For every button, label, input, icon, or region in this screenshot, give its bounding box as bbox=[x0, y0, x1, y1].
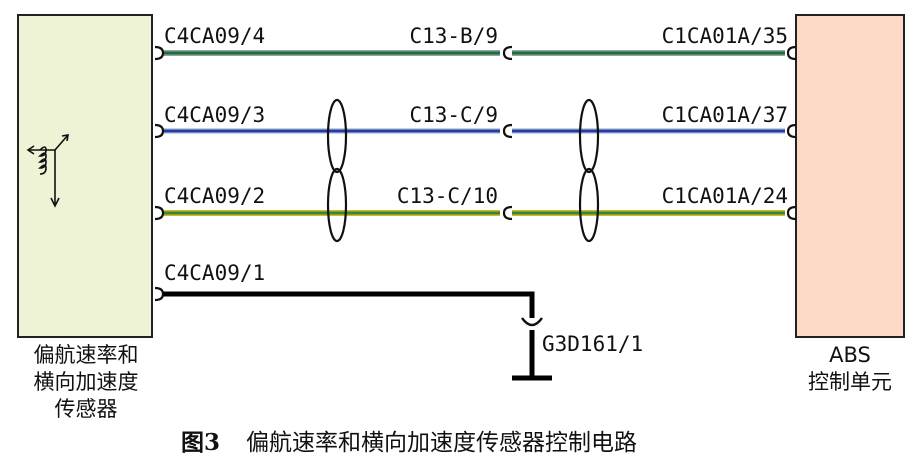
ground-connector-icon bbox=[521, 317, 543, 327]
connector-terminal-icon bbox=[154, 123, 165, 139]
sensor-label-line-3: 传感器 bbox=[55, 397, 118, 421]
abs-label-line-2: 控制单元 bbox=[808, 370, 892, 394]
sensor-label-line-2: 横向加速度 bbox=[34, 370, 139, 394]
ground-wire bbox=[154, 286, 552, 381]
abs-pin-label-2: C1CA01A/37 bbox=[662, 103, 788, 127]
connector-terminal-icon bbox=[154, 45, 165, 61]
sensor-pin-label-1: C4CA09/4 bbox=[164, 24, 265, 48]
coil-sensor-icon bbox=[26, 134, 69, 208]
connector-terminal-icon bbox=[502, 123, 513, 139]
connector-terminal-icon bbox=[502, 205, 513, 221]
abs-control-unit-box bbox=[795, 14, 905, 338]
sensor-pin-label-2: C4CA09/3 bbox=[164, 103, 265, 127]
figure-caption: 图3 偏航速率和横向加速度传感器控制电路 bbox=[181, 429, 637, 456]
abs-pin-label-1: C1CA01A/35 bbox=[662, 24, 788, 48]
abs-label-line-1: ABS bbox=[829, 343, 871, 367]
mid-connector-label-3: C13-C/10 bbox=[397, 184, 498, 208]
circuit-wire-3 bbox=[154, 205, 797, 221]
sensor-pin-label-3: C4CA09/2 bbox=[164, 184, 265, 208]
twisted-pair-marker-left bbox=[326, 98, 348, 243]
connector-terminal-icon bbox=[154, 205, 165, 221]
connector-terminal-icon bbox=[502, 45, 513, 61]
figure-title: 偏航速率和横向加速度传感器控制电路 bbox=[246, 430, 637, 456]
connector-terminal-icon bbox=[786, 123, 797, 139]
sensor-label-line-1: 偏航速率和 bbox=[34, 343, 139, 367]
ground-sensor-pin-label: C4CA09/1 bbox=[164, 261, 265, 285]
circuit-wire-1 bbox=[154, 45, 797, 61]
ground-point-label: G3D161/1 bbox=[542, 332, 643, 356]
connector-terminal-icon bbox=[786, 45, 797, 61]
yaw-sensor-box bbox=[17, 14, 153, 338]
circuit-wire-2 bbox=[154, 123, 797, 139]
twisted-pair-marker-right bbox=[578, 98, 600, 243]
figure-number: 图3 bbox=[181, 429, 220, 456]
connector-terminal-icon bbox=[154, 286, 165, 302]
mid-connector-label-2: C13-C/9 bbox=[409, 103, 498, 127]
mid-connector-label-1: C13-B/9 bbox=[409, 24, 498, 48]
abs-pin-label-3: C1CA01A/24 bbox=[662, 184, 788, 208]
connector-terminal-icon bbox=[786, 205, 797, 221]
